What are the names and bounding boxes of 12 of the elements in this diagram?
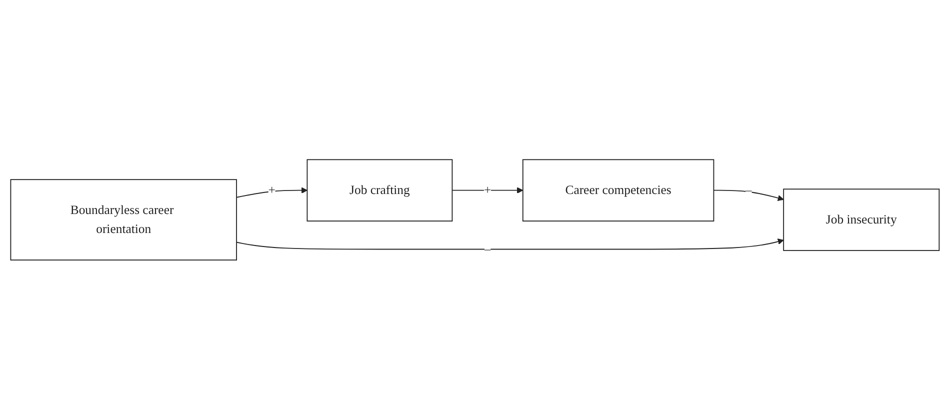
arrow: [236, 238, 784, 250]
edge-label: +: [268, 182, 276, 197]
node-box: Career competencies: [522, 158, 714, 222]
arrow: [713, 190, 784, 201]
edge-label: +: [484, 182, 492, 197]
edge-label: –: [484, 242, 491, 256]
node-box: Job insecurity: [783, 188, 940, 251]
node-box: Job crafting: [306, 158, 453, 222]
edge-label: –: [746, 182, 752, 197]
arrow: [236, 186, 308, 198]
node-box: Boundaryless career orientation: [10, 178, 238, 260]
arrow: [452, 186, 524, 194]
